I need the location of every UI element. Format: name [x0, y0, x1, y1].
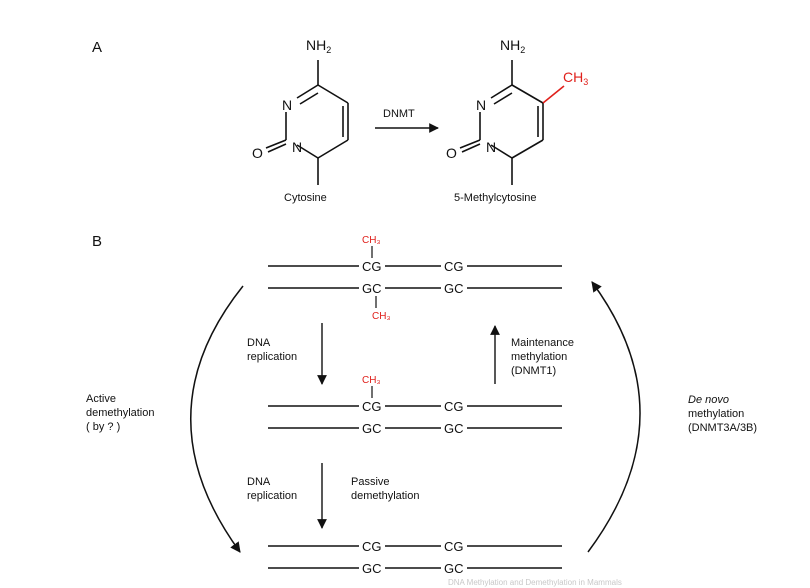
cytosine-name: Cytosine	[284, 192, 327, 204]
strand-bottom-2-gc-1: GC	[362, 421, 382, 436]
strand-bottom-1-gc-1: GC	[362, 281, 382, 296]
strand-bottom-3-gc-2: GC	[444, 561, 464, 576]
methylcytosine-structure	[459, 60, 544, 185]
methylcytosine-n3: N	[476, 97, 486, 113]
replication-label-1: DNA replication	[247, 337, 297, 363]
methylcytosine-ch3: CH3	[563, 69, 588, 87]
duplex-fully-methylated	[268, 246, 562, 308]
de-novo-methylation-arrow	[587, 281, 641, 553]
strand-bottom-1-gc-2: GC	[444, 281, 464, 296]
strand-bottom-2-gc-2: GC	[444, 421, 464, 436]
strand-top-3-cg-2: CG	[444, 539, 464, 554]
panel-b-label: B	[92, 233, 102, 250]
passive-label: Passive demethylation	[351, 476, 420, 502]
de-novo-label: De novo methylation (DNMT3A/3B)	[688, 394, 757, 434]
active-demethylation-arrow	[190, 285, 244, 553]
methyl-bond	[542, 85, 565, 104]
methyl-bottom-1: CH₃	[372, 311, 391, 322]
duplex-hemimethylated	[268, 386, 562, 436]
active-demethylation-label: Active demethylation ( by ? )	[86, 393, 158, 433]
strand-top-1-cg-2: CG	[444, 259, 464, 274]
strand-top-2-cg-2: CG	[444, 399, 464, 414]
watermark-text: DNA Methylation and Demethylation in Mam…	[448, 578, 622, 587]
cytosine-o: O	[252, 145, 263, 161]
panel-a-label: A	[92, 39, 102, 56]
strand-top-2-cg-1: CG	[362, 399, 382, 414]
replication-label-2: DNA replication	[247, 476, 297, 502]
strand-top-1-cg-1: CG	[362, 259, 382, 274]
cytosine-n1: N	[292, 139, 302, 155]
maintenance-label: Maintenance methylation (DNMT1)	[511, 337, 577, 377]
methyl-top-2: CH₃	[362, 375, 381, 386]
dnmt-label: DNMT	[383, 108, 415, 120]
methylcytosine-o: O	[446, 145, 457, 161]
methylcytosine-nh2: NH2	[500, 37, 525, 55]
methylcytosine-n1: N	[486, 139, 496, 155]
strand-top-3-cg-1: CG	[362, 539, 382, 554]
cytosine-n3: N	[282, 97, 292, 113]
duplex-unmethylated	[268, 538, 562, 576]
strand-bottom-3-gc-1: GC	[362, 561, 382, 576]
cytosine-nh2: NH2	[306, 37, 331, 55]
methyl-top-1: CH₃	[362, 235, 381, 246]
cytosine-structure	[265, 60, 349, 185]
methylcytosine-name: 5-Methylcytosine	[454, 192, 537, 204]
